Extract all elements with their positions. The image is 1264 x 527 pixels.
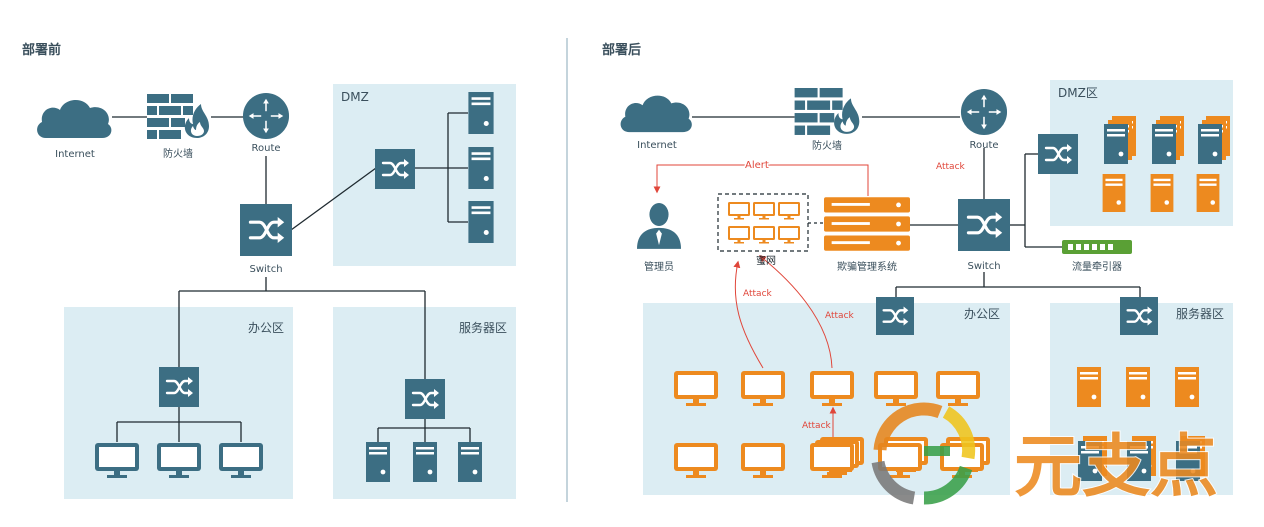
- honeynet-monitors: [728, 202, 800, 244]
- core-switch-label: Switch: [967, 261, 1000, 272]
- attack-bottom-label: Attack: [802, 421, 832, 431]
- server-zone-decoy-server-icon: [1126, 367, 1150, 407]
- admin-label: 管理员: [644, 260, 674, 273]
- panel-before: 部署前 DMZ 办公区 服务器区: [22, 42, 516, 499]
- deception-system-label: 欺骗管理系统: [837, 260, 897, 273]
- honeynet-monitor-icon: [753, 202, 775, 220]
- watermark: 元支点: [871, 402, 1219, 508]
- internet-cloud-icon: [37, 99, 112, 138]
- core-switch-icon: [958, 199, 1010, 251]
- dmz-switch-icon: [375, 149, 415, 189]
- router-label: Route: [969, 140, 998, 151]
- dmz-server-icon: [468, 201, 494, 243]
- internet-label: Internet: [55, 149, 95, 160]
- honeynet-monitor-icon: [753, 226, 775, 244]
- server-zone-server-icon: [366, 442, 390, 482]
- firewall-label: 防火墙: [812, 139, 842, 152]
- dmz-server-stacks: [1102, 116, 1230, 212]
- dmz-server-icon: [468, 92, 494, 134]
- dmz-decoy-server-icon: [1196, 174, 1220, 212]
- dmz-server-icon: [1104, 124, 1128, 164]
- traffic-redirector-label: 流量牵引器: [1072, 260, 1122, 273]
- deception-system-icon: [824, 197, 910, 251]
- router-label: Route: [251, 143, 280, 154]
- internet-cloud-icon: [620, 95, 692, 133]
- dmz-server-icon: [1198, 124, 1222, 164]
- traffic-redirector-icon: [1062, 240, 1132, 254]
- zone-server-after-label: 服务器区: [1176, 306, 1224, 321]
- firewall-label: 防火墙: [163, 147, 193, 160]
- attack-router-label: Attack: [936, 162, 966, 172]
- server-zone-decoy-server-icon: [1077, 367, 1101, 407]
- router-icon: [242, 92, 290, 140]
- server-zone-switch-icon: [1120, 297, 1158, 335]
- zone-office-after-label: 办公区: [964, 306, 1000, 321]
- office-switch-icon: [876, 297, 914, 335]
- honeynet-box: [717, 193, 809, 252]
- server-zone-server-icon: [413, 442, 437, 482]
- core-switch-icon: [240, 204, 292, 256]
- watermark-logo-icon: [871, 402, 976, 505]
- firewall-icon: [794, 88, 862, 136]
- honeynet-monitor-icon: [728, 226, 750, 244]
- zone-dmz-before-label: DMZ: [341, 90, 369, 104]
- firewall-icon: [147, 94, 211, 140]
- panel-before-title: 部署前: [22, 42, 61, 58]
- honeynet-monitor-icon: [778, 226, 800, 244]
- honeynet-monitor-icon: [778, 202, 800, 220]
- server-zone-switch-icon: [405, 379, 445, 419]
- zone-dmz-after-label: DMZ区: [1058, 86, 1098, 100]
- core-switch-label: Switch: [249, 264, 282, 275]
- attack-right-label: Attack: [825, 311, 855, 321]
- server-zone-server-icon: [458, 442, 482, 482]
- zone-office-before-label: 办公区: [248, 320, 284, 335]
- honeynet-monitor-icon: [728, 202, 750, 220]
- dmz-decoy-server-icon: [1150, 174, 1174, 212]
- admin-person-icon: [637, 203, 681, 249]
- server-zone-decoy-server-icon: [1175, 367, 1199, 407]
- dmz-decoy-server-icon: [1102, 174, 1126, 212]
- zone-server-before-label: 服务器区: [459, 320, 507, 335]
- panel-after: 部署后 DMZ区 办公区 服务器区: [602, 42, 1233, 495]
- office-switch-icon: [159, 367, 199, 407]
- router-icon: [960, 88, 1008, 136]
- attack-left-label: Attack: [743, 289, 773, 299]
- panel-after-title: 部署后: [602, 42, 641, 58]
- dmz-server-icon: [1152, 124, 1176, 164]
- alert-label: Alert: [745, 160, 769, 171]
- honeynet-label: 蜜网: [756, 254, 776, 267]
- watermark-text: 元支点: [1014, 428, 1218, 507]
- dmz-switch-icon: [1038, 134, 1078, 174]
- dmz-server-icon: [468, 147, 494, 189]
- internet-label: Internet: [637, 140, 677, 151]
